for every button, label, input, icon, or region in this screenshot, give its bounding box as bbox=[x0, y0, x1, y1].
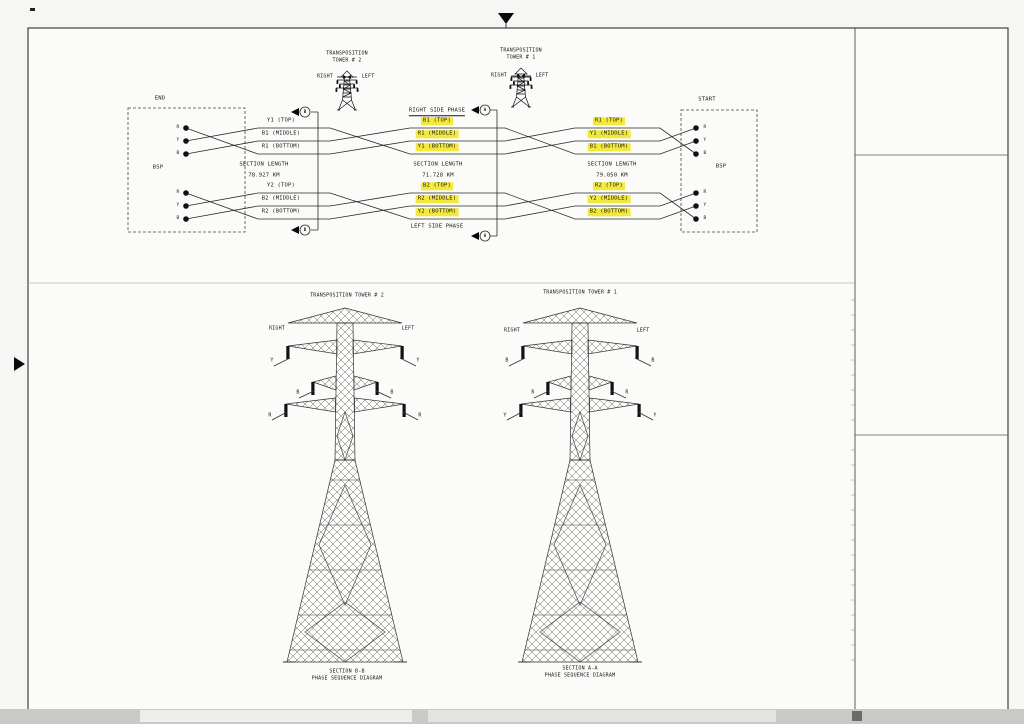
t2-phase-top-right: Y bbox=[416, 357, 420, 364]
t2-caption-section: SECTION B-B bbox=[329, 668, 365, 675]
t1-phase-top-left: B bbox=[505, 357, 509, 364]
start-terminal-r1: R bbox=[703, 124, 707, 130]
elev-tower1-right: RIGHT bbox=[503, 327, 521, 334]
section-length-label-3: SECTION LENGTH bbox=[587, 161, 637, 168]
t1-phase-bottom-left: Y bbox=[503, 412, 507, 419]
c1-left-bottom: R1 (BOTTOM) bbox=[261, 143, 301, 150]
c2-left-mid: B2 (MIDDLE) bbox=[261, 195, 301, 202]
c1-mid-bottom: Y1 (BOTTOM) bbox=[415, 143, 459, 151]
tower1-title-line1: TRANSPOSITION bbox=[500, 47, 542, 54]
tower2-title-line2: TOWER # 2 bbox=[332, 57, 362, 64]
start-terminal-r2: R bbox=[703, 189, 707, 195]
t2-phase-top-left: Y bbox=[270, 357, 274, 364]
t1-caption-name: PHASE SEQUENCE DIAGRAM bbox=[544, 672, 616, 679]
t2-caption-name: PHASE SEQUENCE DIAGRAM bbox=[311, 675, 383, 682]
section-length-label-2: SECTION LENGTH bbox=[413, 161, 463, 168]
end-terminal-y2: Y bbox=[176, 202, 180, 208]
section-length-value-2: 71.728 KM bbox=[422, 172, 454, 179]
start-terminal-y1: Y bbox=[703, 137, 707, 143]
c2-mid-top: B2 (TOP) bbox=[420, 182, 454, 190]
section-length-value-1: 78.927 KM bbox=[248, 172, 280, 179]
c1-left-top: Y1 (TOP) bbox=[266, 117, 296, 124]
start-terminal-b1: B bbox=[703, 150, 707, 156]
tower1-title-line2: TOWER # 1 bbox=[506, 54, 536, 61]
end-box-title: END bbox=[154, 95, 166, 102]
end-terminal-r1: R bbox=[176, 124, 180, 130]
end-terminal-b2: B bbox=[176, 215, 180, 221]
tower2-title-line1: TRANSPOSITION bbox=[326, 50, 368, 57]
scan-patch bbox=[428, 710, 776, 722]
c2-right-bottom: B2 (BOTTOM) bbox=[587, 208, 631, 216]
t1-phase-top-right: B bbox=[651, 357, 655, 364]
c1-left-mid: B1 (MIDDLE) bbox=[261, 130, 301, 137]
c2-right-top: R2 (TOP) bbox=[592, 182, 626, 190]
end-terminal-y1: Y bbox=[176, 137, 180, 143]
cut-a-bottom-letter: A bbox=[483, 233, 487, 238]
elev-tower1-title: TRANSPOSITION TOWER # 1 bbox=[543, 289, 617, 296]
c2-left-top: Y2 (TOP) bbox=[266, 182, 296, 189]
section-length-value-3: 79.050 KM bbox=[596, 172, 628, 179]
elev-tower1-left: LEFT bbox=[636, 327, 650, 334]
tower2-left-label: LEFT bbox=[361, 73, 375, 80]
cut-b-top-letter: B bbox=[303, 109, 307, 114]
end-terminal-b1: B bbox=[176, 150, 180, 156]
cut-b-bottom-letter: B bbox=[303, 227, 307, 232]
tower1-right-label: RIGHT bbox=[490, 72, 508, 79]
cut-a-top-letter: A bbox=[483, 107, 487, 112]
t2-phase-mid-left: B bbox=[296, 389, 300, 396]
t1-caption-section: SECTION A-A bbox=[562, 665, 598, 672]
left-side-phase-label: LEFT SIDE PHASE bbox=[410, 223, 464, 230]
c1-right-bottom: B1 (BOTTOM) bbox=[587, 143, 631, 151]
scan-patch bbox=[140, 710, 412, 722]
t1-phase-bottom-right: Y bbox=[653, 412, 657, 419]
scan-mark bbox=[852, 711, 862, 721]
end-terminal-r2: R bbox=[176, 189, 180, 195]
c2-left-bottom: R2 (BOTTOM) bbox=[261, 208, 301, 215]
start-bus-label: BSP bbox=[715, 163, 727, 170]
c2-right-mid: Y2 (MIDDLE) bbox=[587, 195, 631, 203]
t1-phase-mid-right: R bbox=[625, 389, 629, 396]
start-terminal-y2: Y bbox=[703, 202, 707, 208]
c1-right-top: R1 (TOP) bbox=[592, 117, 626, 125]
start-terminal-b2: B bbox=[703, 215, 707, 221]
sheet-inner bbox=[28, 28, 1008, 710]
c1-mid-mid: R1 (MIDDLE) bbox=[415, 130, 459, 138]
end-bus-label: BSP bbox=[152, 164, 164, 171]
t2-phase-mid-right: B bbox=[390, 389, 394, 396]
t1-phase-mid-left: R bbox=[531, 389, 535, 396]
tower1-left-label: LEFT bbox=[535, 72, 549, 79]
start-box-title: START bbox=[698, 96, 716, 103]
section-length-label-1: SECTION LENGTH bbox=[239, 161, 289, 168]
t2-phase-bottom-left: R bbox=[268, 412, 272, 419]
elev-tower2-right: RIGHT bbox=[268, 325, 286, 332]
t2-phase-bottom-right: R bbox=[418, 412, 422, 419]
right-side-phase-header: RIGHT SIDE PHASE bbox=[408, 108, 466, 116]
c2-mid-mid: R2 (MIDDLE) bbox=[415, 195, 459, 203]
c2-mid-bottom: Y2 (BOTTOM) bbox=[415, 208, 459, 216]
c1-mid-top: B1 (TOP) bbox=[420, 117, 454, 125]
c1-right-mid: Y1 (MIDDLE) bbox=[587, 130, 631, 138]
elev-tower2-left: LEFT bbox=[401, 325, 415, 332]
bottom-scan-band bbox=[0, 709, 1024, 724]
tower2-right-label: RIGHT bbox=[316, 73, 334, 80]
elev-tower2-title: TRANSPOSITION TOWER # 2 bbox=[310, 292, 384, 299]
